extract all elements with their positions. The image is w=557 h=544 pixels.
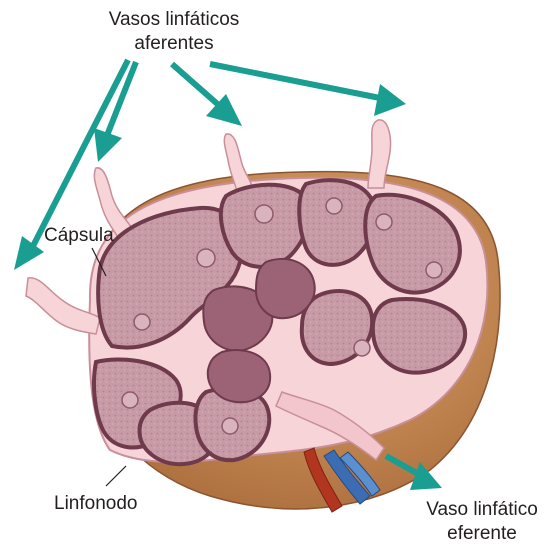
capsule-label: Cápsula	[44, 224, 114, 248]
arrow-head	[14, 236, 44, 270]
germinal-center-4	[376, 214, 392, 230]
medullary-cord-3	[208, 350, 270, 402]
germinal-center-1	[197, 249, 215, 267]
afferent-vessels-label: Vasos linfáticos aferentes	[74, 8, 274, 56]
medullary-cord-2	[256, 259, 315, 318]
arrow-head	[374, 84, 406, 116]
arrow-head	[94, 128, 122, 162]
germinal-center-8	[222, 418, 238, 434]
germinal-center-5	[426, 262, 442, 278]
lobule-right-lower	[373, 299, 465, 373]
efferent-vessel-label: Vaso linfático eferente	[412, 498, 552, 544]
germinal-center-2	[255, 205, 273, 223]
germinal-center-9	[354, 340, 370, 356]
afferent-arrow-4	[210, 64, 406, 116]
afferent-label-line2: aferentes	[74, 32, 274, 56]
germinal-center-7	[122, 392, 138, 408]
afferent-arrow-3	[172, 64, 242, 126]
lymph-node-leader-line	[106, 466, 126, 486]
efferent-label-line1: Vaso linfático	[412, 498, 552, 522]
germinal-center-3	[326, 198, 342, 214]
germinal-center-6	[134, 314, 150, 330]
lymph-node-label: Linfonodo	[54, 492, 137, 516]
efferent-label-line2: eferente	[412, 522, 552, 544]
afferent-label-line1: Vasos linfáticos	[74, 8, 274, 32]
